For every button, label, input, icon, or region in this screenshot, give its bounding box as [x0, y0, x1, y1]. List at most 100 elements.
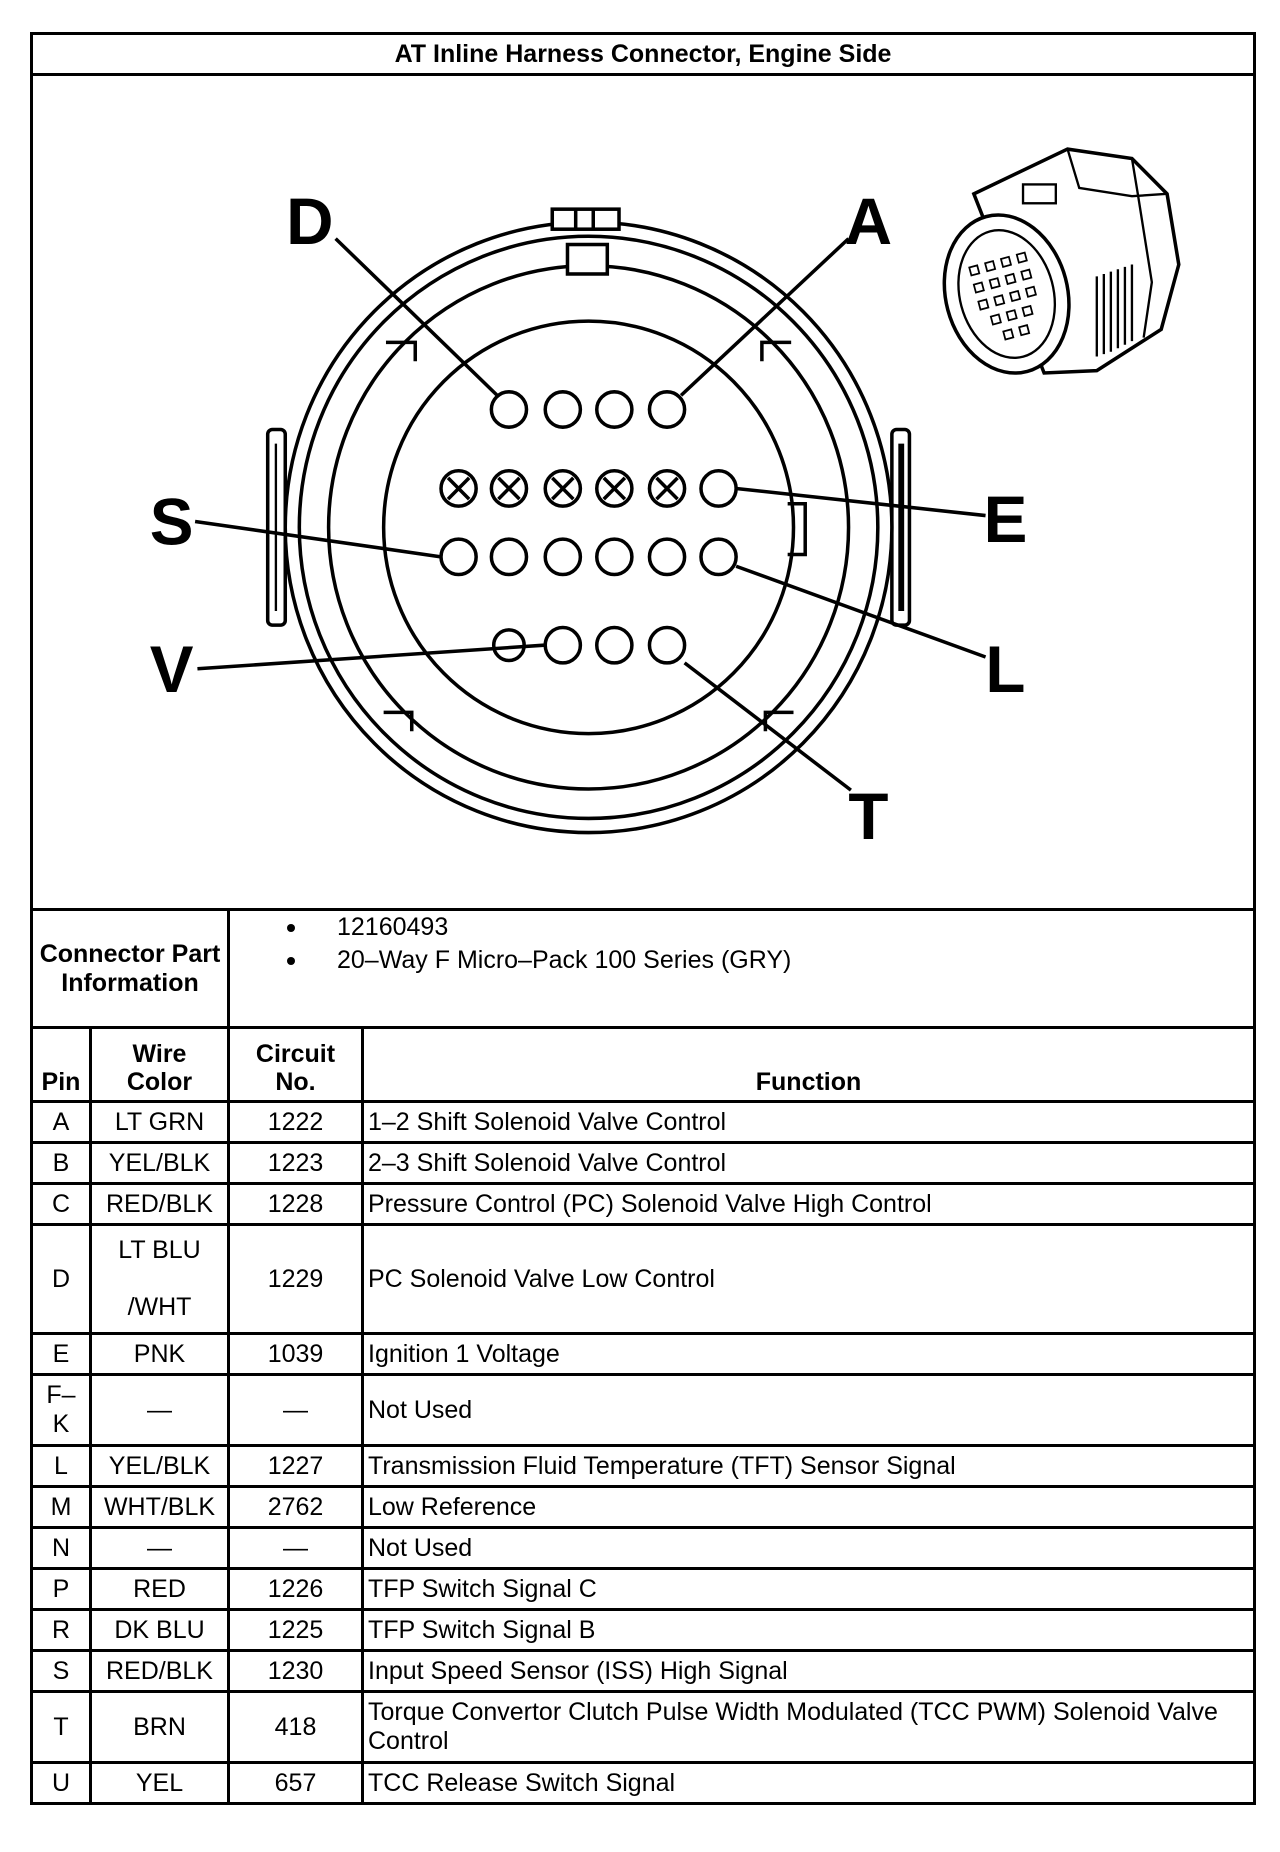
pin-hole: [647, 625, 687, 665]
circuit-cell: 1223: [227, 1141, 364, 1185]
pin-cell: T: [30, 1690, 92, 1764]
pin-hole: [543, 390, 583, 429]
diagram-row: D A S E V L T: [29, 73, 1257, 911]
pin-hole-plugged: [543, 469, 583, 508]
title-row: AT Inline Harness Connector, Engine Side: [29, 32, 1257, 76]
pin-cell: U: [30, 1761, 92, 1805]
wire-color-cell: YEL/BLK: [89, 1141, 230, 1185]
circuit-cell: 1230: [227, 1649, 364, 1693]
pin-hole-plugged: [489, 469, 529, 508]
part-number: 12160493: [337, 913, 449, 942]
pin-hole: [595, 537, 634, 577]
pin-cell: R: [30, 1608, 92, 1652]
header-function: Function: [360, 1026, 1257, 1103]
table-row: E PNK 1039 Ignition 1 Voltage: [30, 1332, 1257, 1376]
shell-notch: [383, 710, 414, 732]
callout-leader-l: [735, 564, 987, 659]
callout-leader-v: [197, 643, 545, 671]
wire-color-cell: YEL/BLK: [89, 1444, 230, 1488]
callout-label-a: A: [845, 184, 892, 258]
pin-cell: A: [30, 1100, 92, 1144]
callout-label-s: S: [150, 484, 194, 558]
page-title: AT Inline Harness Connector, Engine Side: [29, 32, 1257, 76]
wire-color-cell: DK BLU: [89, 1608, 230, 1652]
callout-label-e: E: [984, 482, 1028, 556]
connector-sheet: AT Inline Harness Connector, Engine Side: [29, 32, 1257, 1805]
function-cell: TFP Switch Signal C: [360, 1567, 1257, 1611]
connector-perspective-icon: [942, 147, 1181, 375]
table-row: C RED/BLK 1228 Pressure Control (PC) Sol…: [30, 1182, 1257, 1226]
shell-notch: [760, 340, 792, 362]
function-cell: TFP Switch Signal B: [360, 1608, 1257, 1652]
wire-color-cell: RED/BLK: [89, 1649, 230, 1693]
function-cell: Not Used: [360, 1526, 1257, 1570]
pin-hole: [543, 537, 583, 577]
header-pin: Pin: [30, 1026, 92, 1103]
header-circuit: Circuit No.: [227, 1026, 364, 1103]
bullet-icon: [287, 956, 295, 965]
pin-hole-plugged: [595, 469, 634, 508]
pin-cell: P: [30, 1567, 92, 1611]
part-info-item: 20–Way F Micro–Pack 100 Series (GRY): [234, 944, 1249, 977]
function-cell: Low Reference: [360, 1485, 1257, 1529]
part-info-item: 12160493: [234, 913, 1249, 945]
pin-hole: [647, 537, 687, 577]
table-row: D LT BLU /WHT 1229 PC Solenoid Valve Low…: [30, 1223, 1257, 1335]
connector-face-diagram: D A S E V L T: [150, 147, 1181, 853]
table-row: R DK BLU 1225 TFP Switch Signal B: [30, 1608, 1257, 1652]
pin-hole: [647, 390, 687, 429]
callout-label-t: T: [848, 779, 888, 853]
circuit-cell: 2762: [227, 1485, 364, 1529]
function-cell: 1–2 Shift Solenoid Valve Control: [360, 1100, 1257, 1144]
function-cell: PC Solenoid Valve Low Control: [360, 1223, 1257, 1335]
pin-range-label: F–K: [46, 1381, 76, 1438]
header-wire-color: Wire Color: [89, 1026, 230, 1103]
callout-leader-s: [194, 519, 442, 559]
wire-color-cell: LT GRN: [89, 1100, 230, 1144]
circuit-cell: —: [227, 1373, 364, 1447]
callout-leader-t: [683, 661, 852, 792]
callout-leader-d: [334, 237, 499, 397]
table-row: L YEL/BLK 1227 Transmission Fluid Temper…: [30, 1444, 1257, 1488]
wire-color-cell: LT BLU /WHT: [89, 1223, 230, 1335]
circuit-cell: 1228: [227, 1182, 364, 1226]
pin-hole: [699, 537, 738, 577]
connector-outer-ring-inner: [297, 234, 880, 821]
header-function-label: Function: [755, 1068, 862, 1097]
circuit-cell: 1225: [227, 1608, 364, 1652]
wire-color-cell: —: [89, 1526, 230, 1570]
wire-color-cell: —: [89, 1373, 230, 1447]
wire-color-cell: WHT/BLK: [89, 1485, 230, 1529]
header-wire-color-label: Wire Color: [126, 1039, 193, 1097]
pin-hole: [489, 390, 529, 429]
circuit-cell: 1039: [227, 1332, 364, 1376]
function-cell: Transmission Fluid Temperature (TFT) Sen…: [360, 1444, 1257, 1488]
pinout-header-row: Pin Wire Color Circuit No. Function: [30, 1026, 1257, 1103]
callout-label-d: D: [286, 184, 333, 258]
circuit-cell: —: [227, 1526, 364, 1570]
header-pin-label: Pin: [41, 1068, 81, 1097]
table-row: B YEL/BLK 1223 2–3 Shift Solenoid Valve …: [30, 1141, 1257, 1185]
function-cell: TCC Release Switch Signal: [360, 1761, 1257, 1805]
table-row: P RED 1226 TFP Switch Signal C: [30, 1567, 1257, 1611]
pin-cell: M: [30, 1485, 92, 1529]
part-info-row: Connector Part Information 12160493 20–W…: [30, 908, 1257, 1029]
pin-hole: [489, 537, 529, 577]
callout-label-v: V: [150, 632, 194, 706]
pin-cell: F–K: [30, 1373, 92, 1447]
wire-color-cell: RED/BLK: [89, 1182, 230, 1226]
table-row: T BRN 418 Torque Convertor Clutch Pulse …: [30, 1690, 1257, 1764]
function-cell: Pressure Control (PC) Solenoid Valve Hig…: [360, 1182, 1257, 1226]
callout-leader-e: [735, 486, 986, 518]
function-cell: Input Speed Sensor (ISS) High Signal: [360, 1649, 1257, 1693]
circuit-cell: 657: [227, 1761, 364, 1805]
pin-hole-plugged: [439, 469, 478, 508]
pin-hole-plugged: [647, 469, 687, 508]
wire-color-cell: PNK: [89, 1332, 230, 1376]
pin-hole: [439, 537, 478, 577]
pin-hole: [543, 625, 583, 665]
circuit-cell: 1226: [227, 1567, 364, 1611]
pin-cell: C: [30, 1182, 92, 1226]
pin-cell: D: [30, 1223, 92, 1335]
diagram-cell: D A S E V L T: [29, 73, 1257, 911]
